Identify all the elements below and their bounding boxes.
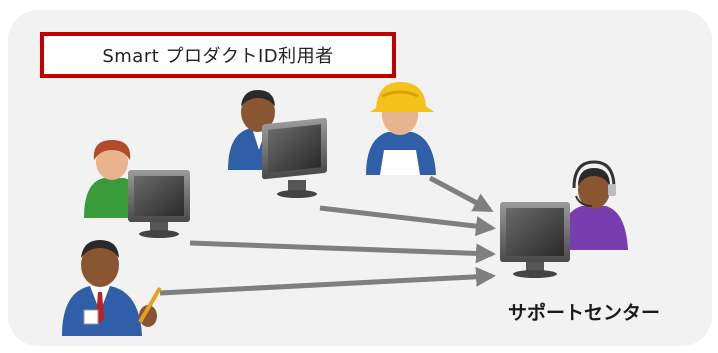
user-at-computer-icon [228,90,327,198]
user-group-label-box: Smart プロダクトID利用者 [40,32,396,78]
support-operator-headset-icon [500,160,628,278]
arrow-worker-to-support [428,175,494,213]
female-user-at-computer-icon [84,140,190,238]
user-group-label: Smart プロダクトID利用者 [102,46,334,67]
construction-worker-icon [366,82,436,175]
support-center-label: サポートセンター [508,302,661,324]
arrow-user1-to-support [319,205,496,237]
arrow-user4-to-support [159,266,496,296]
arrow-user2-to-support [189,240,496,264]
arrows [159,175,496,296]
business-user-with-pen-icon [62,240,162,336]
